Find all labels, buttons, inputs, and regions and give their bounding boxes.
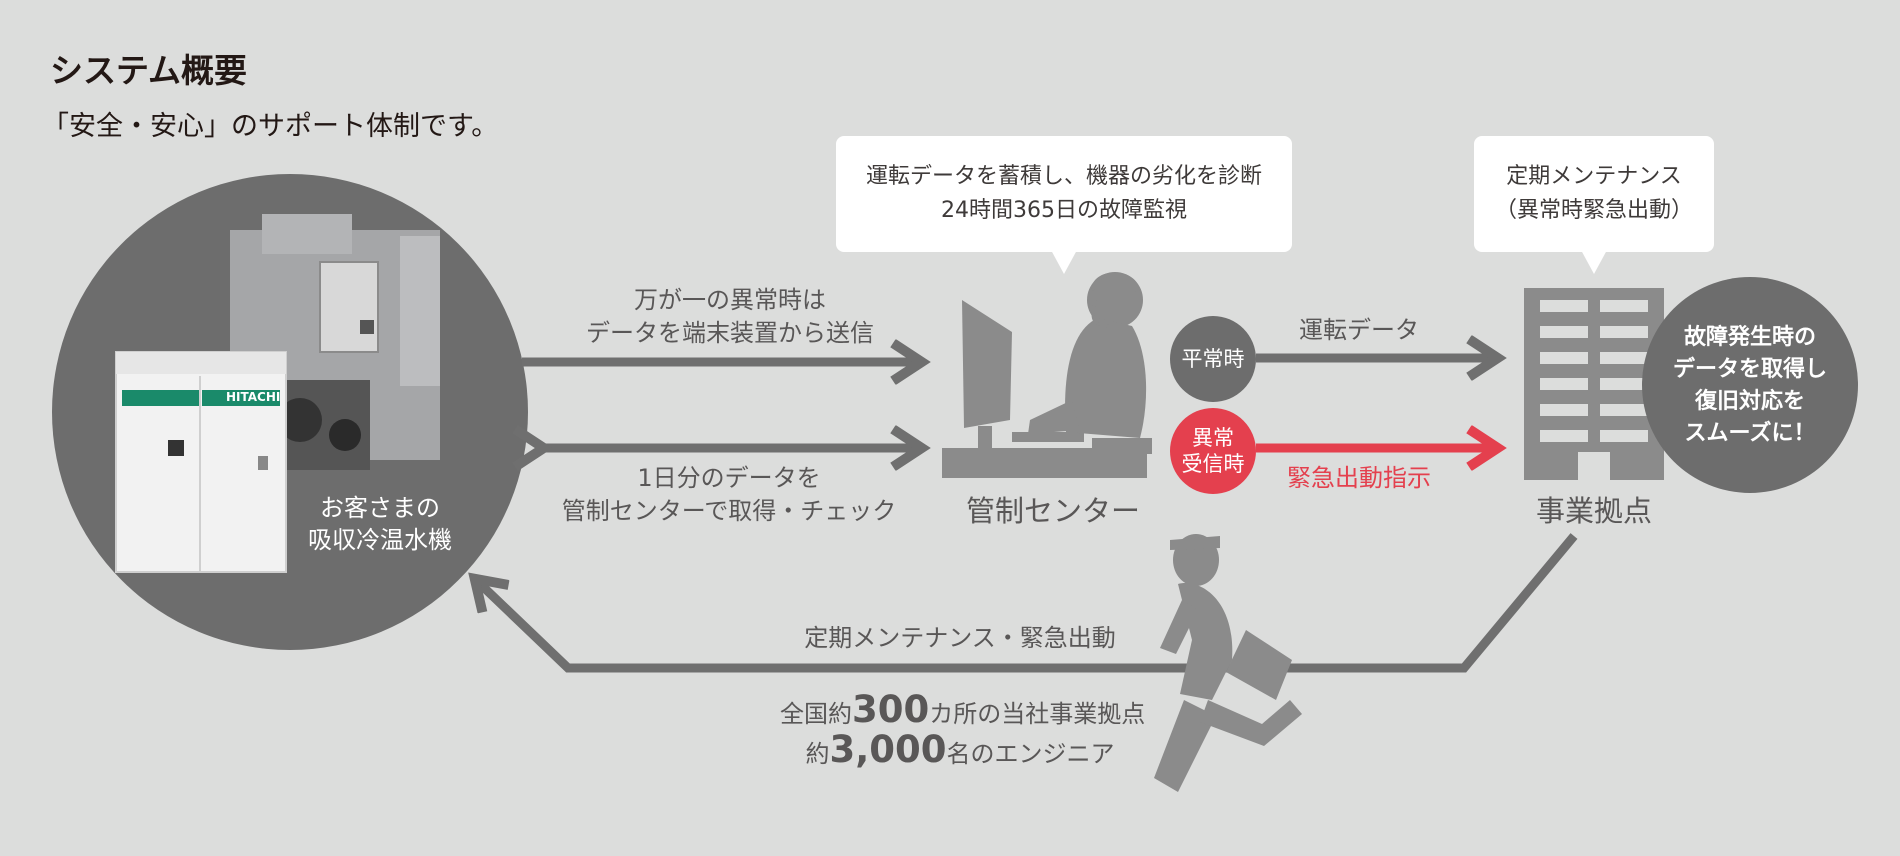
flow-mid-line2: 管制センターで取得・チェック	[561, 497, 897, 525]
control-center-name: 管制センター	[965, 494, 1140, 528]
normal-badge: 平常時	[1170, 316, 1256, 402]
flow-mid-line1: 1日分のデータを	[637, 464, 821, 492]
office-bubble-line1: 定期メンテナンス	[1506, 164, 1682, 189]
office-circle-text: 故障発生時の データを取得し 復旧対応を スムーズに！	[1650, 322, 1850, 450]
return-label: 定期メンテナンス・緊急出動	[804, 624, 1116, 652]
normal-label: 運転データ	[1299, 316, 1419, 344]
office-circle-line4: スムーズに！	[1684, 421, 1816, 446]
office-bubble: 定期メンテナンス （異常時緊急出動）	[1474, 136, 1714, 274]
abnormal-badge: 異常 受信時	[1170, 408, 1256, 494]
stat-engineers-post: 名のエンジニア	[946, 740, 1115, 768]
office-building-icon	[1524, 288, 1664, 480]
page-subtitle: 「安全・安心」のサポート体制です。	[42, 111, 499, 142]
abnormal-badge-line2: 受信時	[1181, 452, 1245, 476]
office-circle-line1: 故障発生時の	[1683, 325, 1816, 350]
office-name: 事業拠点	[1535, 494, 1652, 528]
stat-offices-pre: 全国約	[780, 700, 852, 728]
stat-offices-num: 300	[852, 688, 930, 731]
office-bubble-line2: （異常時緊急出動）	[1494, 198, 1693, 223]
office-circle-line2: データを取得し	[1672, 357, 1827, 382]
office-circle	[1642, 277, 1858, 493]
stat-offices-post: カ所の当社事業拠点	[929, 700, 1146, 728]
customer-label-line1: お客さまの	[320, 494, 440, 522]
control-center-bubble: 運転データを蓄積し、機器の劣化を診断 24時間365日の故障監視	[836, 136, 1292, 274]
stat-offices: 全国約300カ所の当社事業拠点	[780, 688, 1145, 731]
engineer-silhouette	[1154, 534, 1302, 792]
office-circle-line3: 復旧対応を	[1694, 389, 1805, 414]
customer-label-line2: 吸収冷温水機	[308, 526, 452, 554]
return-arrow	[476, 533, 1578, 673]
normal-badge-text: 平常時	[1181, 347, 1245, 371]
operator-silhouette	[942, 272, 1152, 478]
flow-top-line1: 万が一の異常時は	[634, 286, 826, 314]
flow-top-line2: データを端末装置から送信	[586, 319, 874, 347]
stat-engineers-num: 3,000	[829, 728, 947, 771]
abnormal-badge-line1: 異常	[1192, 426, 1234, 450]
emergency-label: 緊急出動指示	[1287, 464, 1431, 492]
stat-engineers-pre: 約	[805, 740, 830, 768]
hitachi-brand: HITACHI	[226, 390, 281, 404]
control-bubble-line2: 24時間365日の故障監視	[941, 198, 1187, 223]
page-title: システム概要	[50, 51, 248, 90]
stat-engineers: 約3,000名のエンジニア	[780, 728, 1140, 771]
chiller-illustration	[115, 214, 440, 573]
control-bubble-line1: 運転データを蓄積し、機器の劣化を診断	[865, 164, 1262, 189]
customer-label: お客さまの 吸収冷温水機	[290, 492, 470, 556]
flow-top-label: 万が一の異常時は データを端末装置から送信	[570, 284, 890, 350]
flow-mid-label: 1日分のデータを 管制センターで取得・チェック	[554, 462, 904, 528]
